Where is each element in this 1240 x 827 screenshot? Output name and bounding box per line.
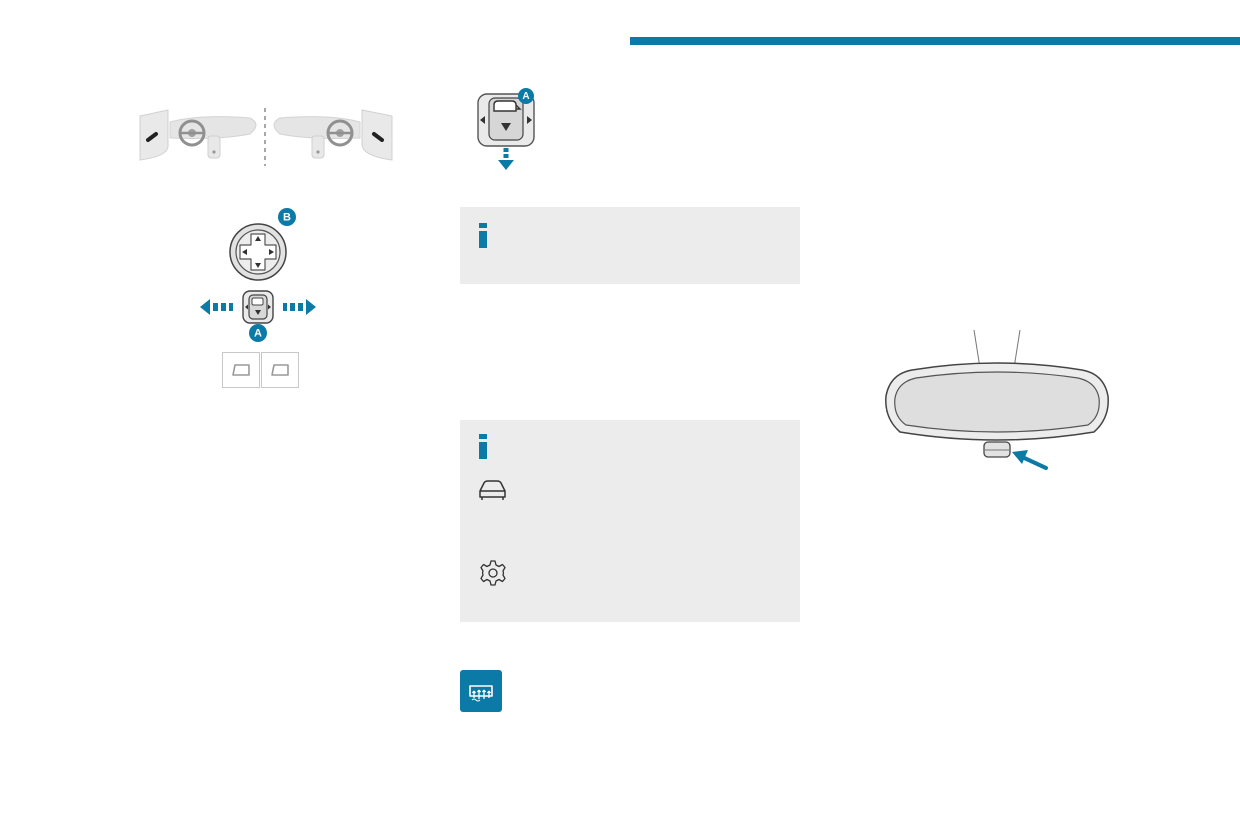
mirror-right-icon xyxy=(271,364,289,376)
info-box-1 xyxy=(460,207,800,284)
mirror-selection-illustration xyxy=(139,108,393,166)
info-box-2 xyxy=(460,420,800,622)
badge-a: A xyxy=(518,88,534,104)
svg-text:A: A xyxy=(254,328,262,340)
badge-b: B xyxy=(278,208,296,226)
svg-text:B: B xyxy=(283,212,291,224)
info-icon xyxy=(478,223,488,249)
rear-window-defrost-button[interactable] xyxy=(460,670,502,712)
mirror-adjust-control-illustration: B A xyxy=(200,208,316,342)
mirror-left-switch[interactable] xyxy=(222,352,260,388)
badge-a: A xyxy=(249,324,267,342)
interior-rearview-mirror-illustration xyxy=(885,329,1109,470)
info-icon xyxy=(478,434,488,460)
car-icon xyxy=(479,480,506,500)
mirror-left-icon xyxy=(232,364,250,376)
header-accent-bar xyxy=(630,37,1240,45)
gear-icon xyxy=(480,560,506,586)
mirror-right-switch[interactable] xyxy=(261,352,299,388)
mirror-fold-control-illustration: A xyxy=(477,88,535,170)
rear-window-defrost-icon xyxy=(469,685,493,702)
svg-text:A: A xyxy=(522,91,529,102)
